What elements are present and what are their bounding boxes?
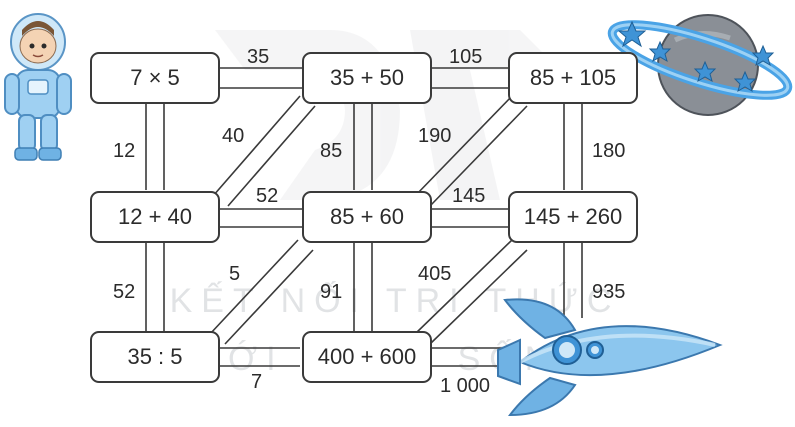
path-b5-b3: [414, 95, 528, 207]
box-b6: 145 + 260: [508, 191, 638, 243]
astronaut-icon: [4, 13, 72, 161]
label-b3-b6: 180: [592, 140, 626, 162]
path-b2-b3: [432, 67, 509, 89]
label-b5-b8: 91: [320, 281, 343, 303]
label-b4-b5: 52: [256, 185, 279, 207]
box-b4: 12 + 40: [90, 191, 220, 243]
box-b5: 85 + 60: [302, 191, 432, 243]
label-b4-b2: 40: [222, 125, 245, 147]
box-b1: 7 × 5: [90, 52, 220, 104]
label-b1-b2: 35: [247, 46, 270, 68]
path-b8-finish: [432, 347, 505, 367]
path-b4-b2: [212, 95, 316, 207]
planet-icon: [607, 14, 793, 116]
label-b1-b4: 12: [113, 140, 136, 162]
label-b6-finish: 935: [592, 281, 626, 303]
label-b7-b8: 7: [251, 371, 263, 393]
path-b5-b8: [353, 242, 373, 331]
label-b7-b5: 5: [229, 263, 241, 285]
maze-paths: [145, 67, 583, 367]
path-b4-b5: [220, 208, 302, 228]
path-b1-b4: [145, 104, 165, 190]
path-b2-b5: [353, 104, 373, 190]
rocket-icon: [497, 298, 723, 417]
path-b7-b5: [209, 239, 314, 345]
path-b6-finish: [563, 242, 583, 318]
label-b4-b7: 52: [113, 281, 136, 303]
label-b8-b6: 405: [418, 263, 452, 285]
box-b2: 35 + 50: [302, 52, 432, 104]
label-b8-finish: 1 000: [440, 375, 491, 397]
label-b5-b3: 190: [418, 125, 452, 147]
path-b3-b6: [563, 104, 583, 190]
label-b2-b3: 105: [449, 46, 483, 68]
path-b8-b6: [414, 239, 528, 345]
label-b5-b6: 145: [452, 185, 486, 207]
box-b8: 400 + 600: [302, 331, 432, 383]
path-b1-b2: [220, 67, 302, 89]
box-b3: 85 + 105: [508, 52, 638, 104]
box-b7: 35 : 5: [90, 331, 220, 383]
path-b7-b8: [220, 347, 300, 367]
label-b2-b5: 85: [320, 140, 343, 162]
path-b4-b7: [145, 242, 165, 331]
path-b5-b6: [432, 208, 509, 228]
